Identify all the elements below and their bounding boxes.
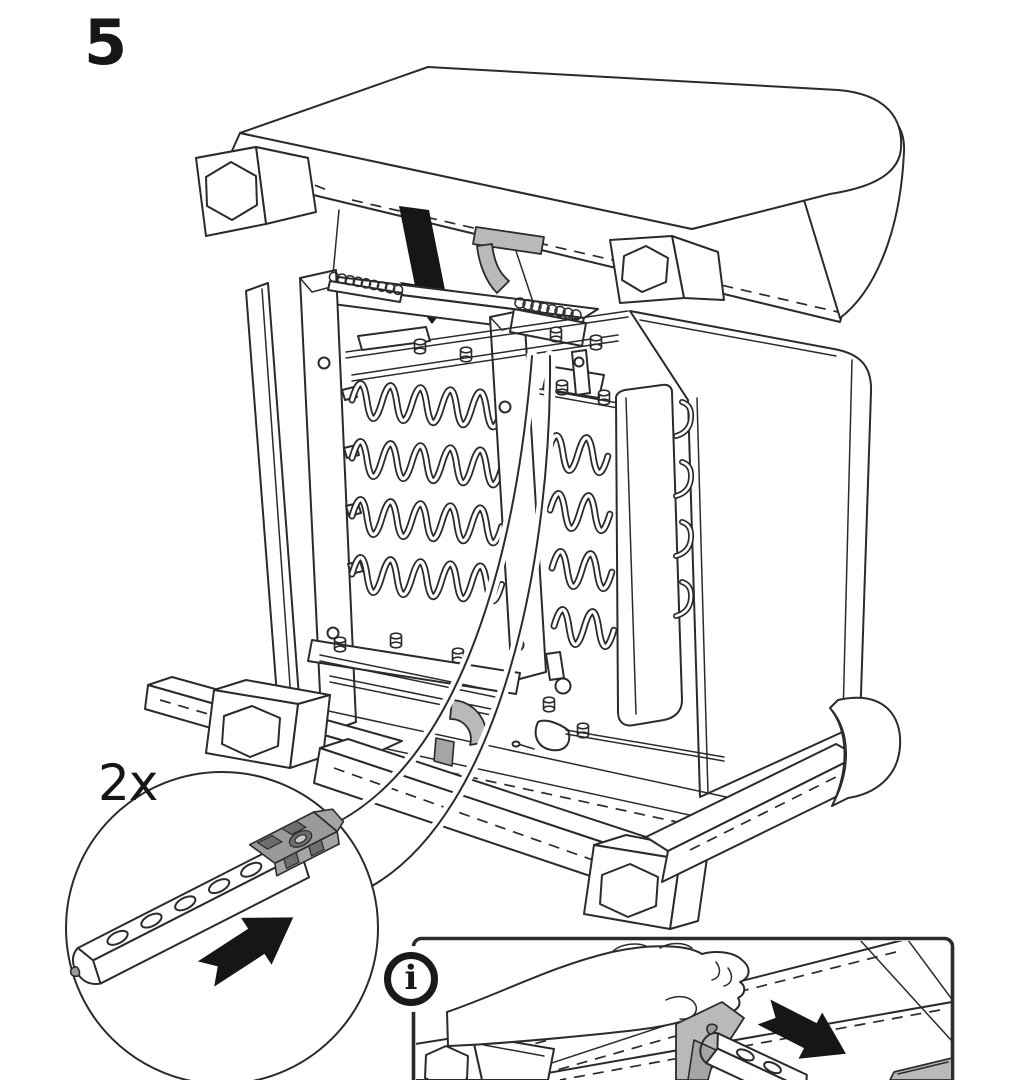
info-rail-sliver xyxy=(889,1057,951,1080)
seat-leg-left xyxy=(195,146,317,237)
left-upright xyxy=(299,269,364,735)
right-side-panel xyxy=(629,310,873,798)
hex-socket-icon xyxy=(205,161,258,221)
frame-assembly xyxy=(235,269,873,828)
step-number: 5 xyxy=(84,6,128,79)
hex-socket-icon xyxy=(221,705,281,758)
stitch-line xyxy=(351,199,839,313)
info-glide-rail xyxy=(699,1023,808,1080)
base-platform-edge xyxy=(249,693,741,801)
serpentine-springs-right xyxy=(547,435,615,647)
detail-glide-rail xyxy=(69,808,345,985)
info-icon: i xyxy=(384,952,438,1006)
seat-top-face xyxy=(239,66,903,230)
base-roll-end xyxy=(829,696,902,807)
hex-socket-icon xyxy=(599,863,659,918)
info-icon-glyph: i xyxy=(404,957,418,998)
base-assembly xyxy=(144,676,902,930)
detail-bracket xyxy=(248,808,345,877)
info-panel xyxy=(411,936,955,1080)
right-inner-board xyxy=(615,383,683,727)
stitch-line xyxy=(261,163,333,193)
seat-panel xyxy=(195,66,906,333)
hex-socket-icon xyxy=(621,245,669,293)
strap-top xyxy=(472,226,545,294)
base-leg-left xyxy=(205,679,331,769)
hex-socket-icon xyxy=(424,1045,469,1080)
quantity-label: 2x xyxy=(98,754,158,812)
top-mechanism xyxy=(345,310,629,382)
bottom-mechanism xyxy=(319,632,725,762)
callout-leader xyxy=(332,350,556,892)
strap-bottom xyxy=(433,699,488,767)
seat-leg-right xyxy=(609,235,725,304)
arrow-down-right-icon xyxy=(757,999,846,1059)
hand xyxy=(446,942,750,1047)
bottom-crossbar xyxy=(307,639,521,695)
hinge-rack-left xyxy=(327,271,404,303)
detail-callout-circle xyxy=(65,771,379,1080)
serpentine-springs-left xyxy=(351,383,503,601)
left-side-panel xyxy=(245,282,303,749)
arrow-up-right-icon xyxy=(197,917,294,987)
